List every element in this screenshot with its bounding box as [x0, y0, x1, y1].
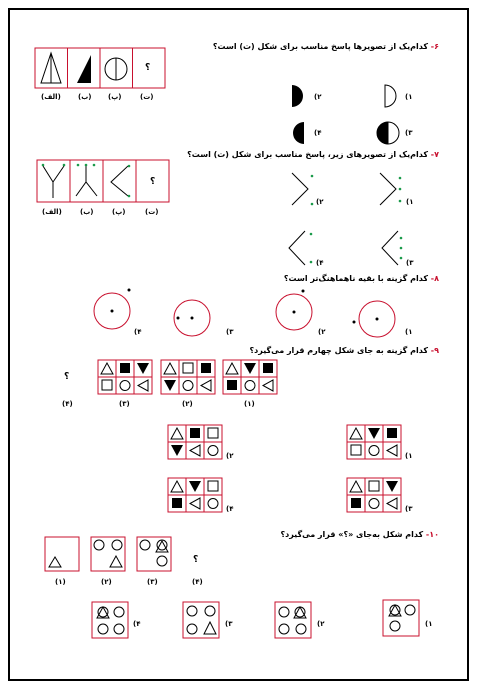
- q9-label-3: (۳): [119, 400, 130, 408]
- q7-option-3-label[interactable]: ۳): [406, 259, 414, 267]
- q10-option-3-shape[interactable]: [182, 601, 220, 639]
- question-9-text: کدام گزینه به جای شکل چهارم قرار می‌گیرد…: [249, 346, 428, 355]
- question-10-text: کدام شکل به‌جای «؟» قرار می‌گیرد؟: [280, 530, 424, 539]
- q7-label-te: (ت): [145, 208, 159, 216]
- q10-option-1-label[interactable]: ۱): [425, 620, 433, 628]
- page-border: [8, 8, 469, 681]
- question-9-number: ۹-: [430, 346, 439, 355]
- q9-label-2: (۲): [182, 400, 193, 408]
- q8-option-3-label[interactable]: ۳): [226, 328, 234, 336]
- q7-label-pe: (پ): [112, 208, 126, 216]
- question-6-number: ۶-: [430, 42, 439, 51]
- q6-label-be: (ب): [78, 93, 92, 101]
- q6-question-mark: ؟: [145, 63, 151, 73]
- q9-option-4-label[interactable]: ۴): [226, 505, 234, 513]
- q8-option-4-shape[interactable]: [90, 285, 140, 335]
- q9-sequence-3: [97, 359, 153, 395]
- q7-sequence: [36, 159, 170, 203]
- q10-question-mark: ؟: [193, 555, 199, 565]
- question-10: ۱۰- کدام شکل به‌جای «؟» قرار می‌گیرد؟: [280, 530, 439, 539]
- q7-option-4-shape[interactable]: [285, 228, 315, 268]
- question-6-text: کدام‌یک از تصویرها پاسخ مناسب برای شکل (…: [212, 42, 428, 51]
- q6-option-3-label[interactable]: ۳): [405, 129, 413, 137]
- q10-sequence-2: [90, 536, 126, 572]
- q7-option-2-shape[interactable]: [290, 170, 316, 208]
- question-6: ۶- کدام‌یک از تصویرها پاسخ مناسب برای شک…: [213, 42, 439, 51]
- q9-option-2-shape[interactable]: [167, 424, 223, 460]
- q9-question-mark: ؟: [64, 372, 70, 382]
- q7-label-be: (ب): [80, 208, 94, 216]
- question-8-number: ۸-: [430, 274, 439, 283]
- question-10-number: ۱۰-: [425, 530, 439, 539]
- q7-option-3-shape[interactable]: [378, 228, 404, 268]
- question-7-number: ۷-: [430, 150, 439, 159]
- q6-label-te: (ت): [140, 93, 154, 101]
- q9-option-2-label[interactable]: ۲): [226, 452, 234, 460]
- q9-option-1-label[interactable]: ۱): [405, 452, 413, 460]
- q9-sequence-2: [160, 359, 216, 395]
- q6-option-2-label[interactable]: ۲): [314, 93, 322, 101]
- q9-option-1-shape[interactable]: [346, 424, 402, 460]
- q9-label-1: (۱): [244, 400, 255, 408]
- q6-sequence: [34, 47, 166, 89]
- q9-option-4-shape[interactable]: [167, 477, 223, 513]
- q10-label-2: (۲): [101, 578, 112, 586]
- q6-option-4-shape[interactable]: [290, 120, 306, 146]
- q10-option-1-shape[interactable]: [382, 599, 420, 637]
- q8-option-3-shape[interactable]: [170, 295, 220, 340]
- q9-option-3-shape[interactable]: [346, 477, 402, 513]
- q6-label-alef: (الف): [41, 93, 61, 101]
- q8-option-2-shape[interactable]: [270, 287, 320, 337]
- q6-option-2-shape[interactable]: [290, 84, 306, 108]
- question-7: ۷- کدام‌یک از تصویرهای زیر، پاسخ مناسب ب…: [187, 150, 439, 159]
- q6-option-1-shape[interactable]: [383, 84, 399, 108]
- question-8: ۸- کدام گزینه با بقیه ناهماهنگ‌تر است؟: [284, 274, 439, 283]
- question-9: ۹- کدام گزینه به جای شکل چهارم قرار می‌گ…: [249, 346, 439, 355]
- q8-option-1-label[interactable]: ۱): [405, 328, 413, 336]
- q10-label-4: (۴): [192, 578, 203, 586]
- q10-option-4-label[interactable]: ۴): [133, 620, 141, 628]
- q6-option-4-label[interactable]: ۴): [314, 129, 322, 137]
- q7-label-alef: (الف): [42, 208, 62, 216]
- q10-label-1: (۱): [55, 578, 66, 586]
- q9-label-4: (۴): [62, 400, 73, 408]
- question-7-text: کدام‌یک از تصویرهای زیر، پاسخ مناسب برای…: [187, 150, 428, 159]
- q7-option-2-label[interactable]: ۲): [316, 198, 324, 206]
- q7-question-mark: ؟: [150, 177, 156, 187]
- q10-option-3-label[interactable]: ۳): [225, 620, 233, 628]
- q10-option-2-label[interactable]: ۲): [317, 620, 325, 628]
- q6-option-3-shape[interactable]: [375, 120, 401, 146]
- question-8-text: کدام گزینه با بقیه ناهماهنگ‌تر است؟: [283, 274, 428, 283]
- q7-option-4-label[interactable]: ۴): [316, 259, 324, 267]
- q8-option-2-label[interactable]: ۲): [318, 328, 326, 336]
- q10-label-3: (۳): [147, 578, 158, 586]
- q8-option-4-label[interactable]: ۴): [134, 328, 142, 336]
- q6-label-pe: (پ): [108, 93, 122, 101]
- q10-sequence-3: [136, 536, 172, 572]
- q7-option-1-shape[interactable]: [378, 170, 404, 208]
- q9-option-3-label[interactable]: ۳): [405, 505, 413, 513]
- q10-sequence-1: [44, 536, 80, 572]
- q7-option-1-label[interactable]: ۱): [406, 198, 414, 206]
- q9-sequence-1: [222, 359, 278, 395]
- q8-option-1-shape[interactable]: [350, 295, 400, 340]
- q6-option-1-label[interactable]: ۱): [405, 93, 413, 101]
- q10-option-4-shape[interactable]: [91, 601, 129, 639]
- q10-option-2-shape[interactable]: [274, 601, 312, 639]
